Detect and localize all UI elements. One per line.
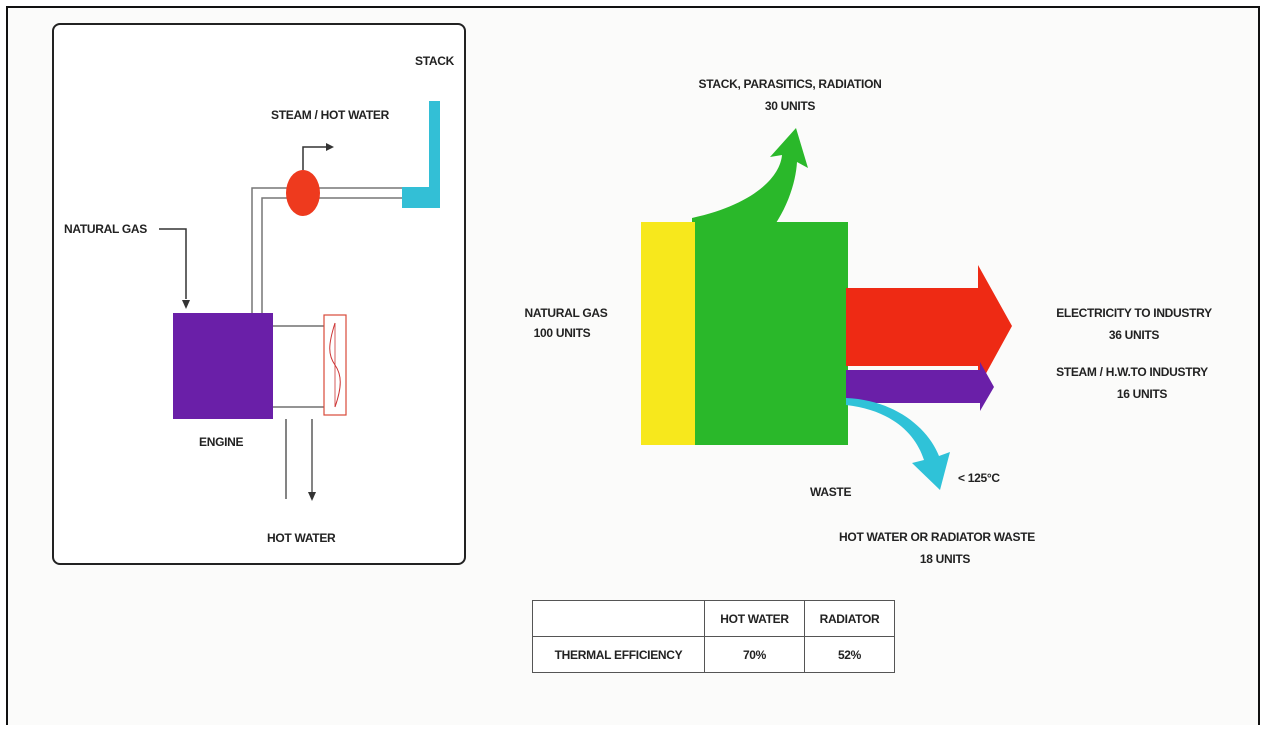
electricity-label: ELECTRICITY TO INDUSTRY (1056, 306, 1212, 320)
natural-gas-input-units: 100 UNITS (534, 326, 591, 340)
radiator-efficiency: 52% (804, 636, 895, 673)
steam-hot-water-label: STEAM / HOT WATER (271, 108, 390, 122)
electricity-flow-arrow (846, 265, 1012, 388)
natural-gas-label: NATURAL GAS (64, 222, 147, 236)
steam-units: 16 UNITS (1117, 387, 1168, 401)
stack-label: STACK (415, 54, 455, 68)
natural-gas-line (159, 228, 187, 299)
row-label: THERMAL EFFICIENCY (532, 636, 705, 673)
table-header-row: HOT WATER RADIATOR (532, 600, 895, 637)
chp-schematic-panel: STACK STEAM / HOT WATER NATURAL GAS ENGI… (52, 23, 466, 565)
hot-water-arrow-head (308, 492, 316, 501)
waste-flow-units: 18 UNITS (920, 552, 971, 566)
table-header-blank (532, 600, 705, 637)
heat-exchanger (286, 170, 320, 216)
exhaust-pipe-inner (261, 197, 402, 313)
hot-water-efficiency: 70% (704, 636, 805, 673)
steam-output-line (302, 146, 328, 170)
stack-chimney (402, 101, 440, 208)
conversion-body (692, 222, 848, 445)
thermal-efficiency-table: HOT WATER RADIATOR THERMAL EFFICIENCY 70… (532, 600, 895, 673)
stack-flow-units: 30 UNITS (765, 99, 816, 113)
engine-label: ENGINE (199, 435, 244, 449)
steam-arrow-head (326, 143, 334, 151)
table-header-hot-water: HOT WATER (704, 600, 805, 637)
table-header-radiator: RADIATOR (804, 600, 895, 637)
chp-schematic: STACK STEAM / HOT WATER NATURAL GAS ENGI… (64, 54, 455, 545)
electricity-units: 36 UNITS (1109, 328, 1160, 342)
stack-flow-label: STACK, PARASITICS, RADIATION (699, 77, 882, 91)
waste-flow-label: HOT WATER OR RADIATOR WASTE (839, 530, 1035, 544)
hot-water-label: HOT WATER (267, 531, 336, 545)
natural-gas-input-bar (641, 222, 695, 445)
natural-gas-arrow-head (182, 300, 190, 309)
exhaust-pipe-outer (251, 187, 402, 313)
steam-flow-arrow (846, 362, 994, 411)
engine-block (173, 313, 273, 419)
steam-label: STEAM / H.W.TO INDUSTRY (1056, 365, 1208, 379)
waste-flow-arrow (846, 398, 950, 490)
table-row: THERMAL EFFICIENCY 70% 52% (532, 636, 895, 673)
waste-temp-label: < 125°C (958, 471, 1000, 485)
waste-label: WASTE (810, 485, 851, 499)
natural-gas-input-label: NATURAL GAS (525, 306, 608, 320)
